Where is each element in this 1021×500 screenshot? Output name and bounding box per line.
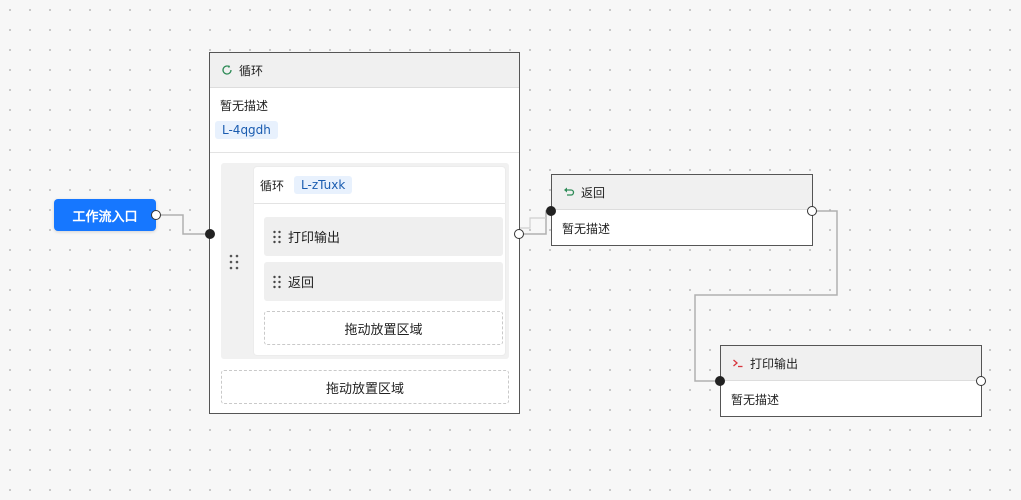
- return-icon: [562, 185, 576, 199]
- loop-input-handle[interactable]: [205, 229, 215, 239]
- inner-loop-title: 循环: [260, 178, 285, 193]
- edge-loop-to-return-2[interactable]: [519, 217, 546, 229]
- print-node-description: 暂无描述: [731, 392, 780, 407]
- drag-grip-icon[interactable]: [227, 253, 241, 271]
- inner-loop-header[interactable]: 循环 L-zTuxk: [254, 167, 505, 204]
- inner-drop-zone[interactable]: 拖动放置区域: [264, 311, 503, 345]
- return-node-description: 暂无描述: [562, 221, 611, 236]
- edge-entry-to-loop[interactable]: [156, 214, 210, 235]
- loop-divider: [210, 152, 519, 153]
- inner-item-print[interactable]: 打印输出: [264, 217, 503, 256]
- inner-loop-tag: L-zTuxk: [294, 176, 353, 194]
- loop-body: 循环 L-zTuxk 打印输出: [221, 163, 509, 359]
- return-node-title: 返回: [581, 185, 606, 200]
- loop-node-title: 循环: [239, 63, 264, 78]
- inner-item-label: 打印输出: [288, 231, 341, 246]
- terminal-icon: [731, 356, 745, 370]
- loop-node-description: 暂无描述: [220, 99, 269, 113]
- loop-icon: [220, 63, 234, 77]
- print-input-handle[interactable]: [715, 376, 725, 386]
- loop-node-header[interactable]: 循环: [210, 53, 519, 88]
- workflow-entry-node[interactable]: 工作流入口: [54, 199, 156, 231]
- loop-output-handle[interactable]: [514, 229, 524, 239]
- inner-loop-card[interactable]: 循环 L-zTuxk 打印输出: [254, 167, 505, 355]
- print-output-handle[interactable]: [976, 376, 986, 386]
- return-output-handle[interactable]: [807, 206, 817, 216]
- drag-grip-icon[interactable]: [272, 230, 282, 244]
- print-node-header[interactable]: 打印输出: [721, 346, 981, 381]
- drop-zone-label: 拖动放置区域: [325, 381, 404, 397]
- drag-grip-icon[interactable]: [272, 275, 282, 289]
- return-node-header[interactable]: 返回: [552, 175, 812, 210]
- inner-item-label: 返回: [288, 276, 315, 291]
- print-node[interactable]: 打印输出 暂无描述: [720, 345, 982, 417]
- loop-node-tag: L-4qgdh: [215, 121, 278, 139]
- return-node[interactable]: 返回 暂无描述: [551, 174, 813, 246]
- drop-zone-label: 拖动放置区域: [344, 322, 423, 338]
- print-node-title: 打印输出: [750, 356, 799, 371]
- inner-item-return[interactable]: 返回: [264, 262, 503, 301]
- entry-label: 工作流入口: [72, 209, 138, 225]
- return-input-handle[interactable]: [546, 206, 556, 216]
- loop-node[interactable]: 循环 暂无描述 循环 L-zTuxk: [209, 52, 520, 414]
- entry-output-handle[interactable]: [151, 210, 161, 220]
- loop-drop-zone[interactable]: 拖动放置区域: [221, 370, 509, 404]
